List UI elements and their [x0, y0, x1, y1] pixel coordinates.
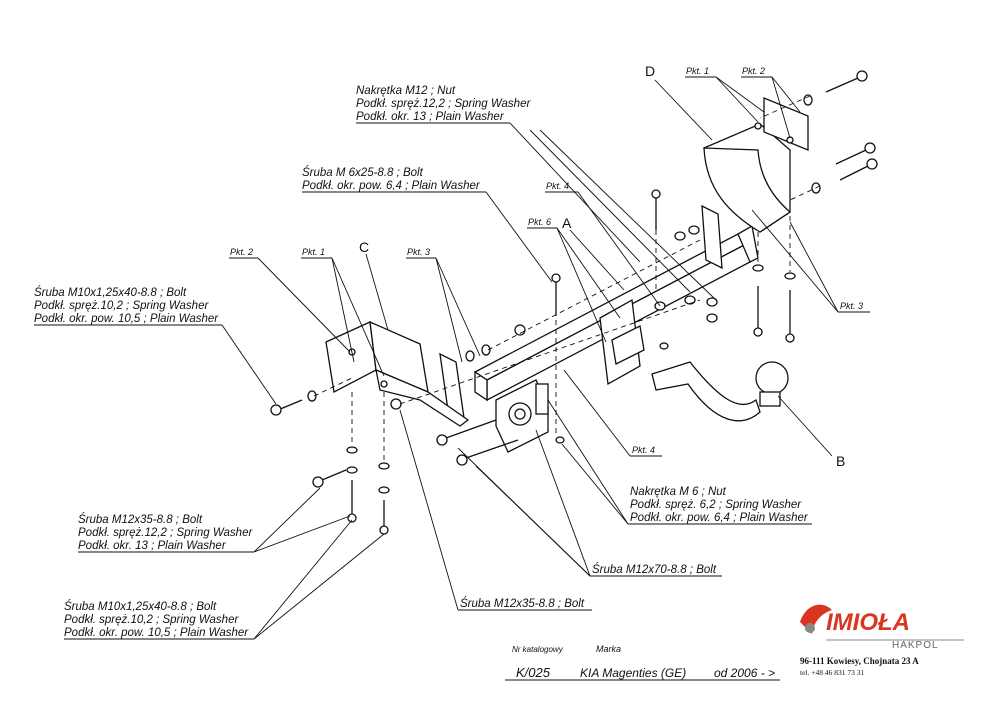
label-line: Podkł. spręż.10,2 ; Spring Washer [64, 614, 239, 626]
label-nut-m6: Nakrętka M 6 ; Nut Podkł. spręż. 6,2 ; S… [630, 486, 809, 524]
label-pkt1-d: Pkt. 1 [686, 66, 709, 76]
catalog-number: K/025 [516, 665, 551, 680]
label-line: Śruba M12x35-8.8 ; Bolt [78, 513, 203, 526]
side-bracket-c [325, 320, 470, 427]
fasteners [270, 70, 878, 535]
footer: Nr katalogowy Marka K/025 KIA Magenties … [512, 644, 775, 680]
logo-ball-icon [805, 623, 815, 633]
catalog-label: Nr katalogowy [512, 645, 564, 654]
brand-label: Marka [596, 644, 621, 654]
letter-a: A [562, 215, 572, 231]
label-line: Śruba M 6x25-8.8 ; Bolt [302, 166, 424, 179]
socket-plate [495, 379, 549, 453]
label-bolt-m10-top: Śruba M10x1,25x40-8.8 ; Bolt Podkł. sprę… [34, 286, 219, 325]
label-line: Podkł. spręż.10,2 ; Spring Washer [34, 300, 209, 312]
label-pkt4-bottom: Pkt. 4 [632, 445, 655, 455]
label-pkt3-c: Pkt. 3 [407, 247, 430, 257]
label-line: Śruba M10x1,25x40-8.8 ; Bolt [34, 286, 187, 299]
label-bolt-m10-bottom: Śruba M10x1,25x40-8.8 ; Bolt Podkł. sprę… [64, 600, 249, 639]
side-bracket-d [703, 97, 809, 233]
label-line: Podkł. okr. pow. 10,5 ; Plain Washer [34, 313, 219, 325]
ball-neck-b [651, 361, 789, 422]
label-pkt2-d: Pkt. 2 [742, 66, 765, 76]
label-line: Podkł. spręż.12,2 ; Spring Washer [78, 527, 253, 539]
label-line: Podkł. okr. 13 ; Plain Washer [356, 111, 505, 123]
alignment-lines [313, 95, 821, 462]
label-line: Podkł. okr. 13 ; Plain Washer [78, 540, 227, 552]
label-bolt-m12x70: Śruba M12x70-8.8 ; Bolt [592, 563, 717, 576]
label-bolt-m12x35-left: Śruba M12x35-8.8 ; Bolt Podkł. spręż.12,… [78, 513, 253, 552]
label-nut-m12: Nakrętka M12 ; Nut Podkł. spręż.12,2 ; S… [356, 85, 531, 123]
letter-c: C [359, 239, 369, 255]
company-address: 96-111 Kowiesy, Chojnata 23 A [800, 656, 919, 666]
vehicle-years: od 2006 - > [714, 666, 775, 680]
label-line: Podkł. okr. pow. 6,4 ; Plain Washer [630, 512, 809, 524]
label-line: Podkł. okr. pow. 10,5 ; Plain Washer [64, 627, 249, 639]
company-logo: IMIOŁA HAKPOL [800, 604, 964, 651]
company-block: IMIOŁA HAKPOL 96-111 Kowiesy, Chojnata 2… [800, 604, 964, 677]
label-pkt3-d: Pkt. 3 [840, 301, 863, 311]
label-pkt4-top: Pkt. 4 [546, 181, 569, 191]
label-pkt2-c: Pkt. 2 [230, 247, 253, 257]
leader-lines [34, 76, 870, 681]
company-phone: tel. +48 46 831 73 31 [800, 668, 864, 677]
label-bolt-m12x35-bottom: Śruba M12x35-8.8 ; Bolt [460, 597, 585, 610]
label-line: Nakrętka M 6 ; Nut [630, 486, 727, 498]
label-pkt6: Pkt. 6 [528, 217, 551, 227]
label-bolt-m6: Śruba M 6x25-8.8 ; Bolt Podkł. okr. pow.… [302, 166, 481, 192]
vehicle-model: KIA Magenties (GE) [580, 666, 686, 680]
label-line: Podkł. spręż. 6,2 ; Spring Washer [630, 499, 802, 511]
letter-b: B [836, 453, 845, 469]
label-line: Podkł. spręż.12,2 ; Spring Washer [356, 98, 531, 110]
label-line: Nakrętka M12 ; Nut [356, 85, 456, 97]
company-sub: HAKPOL [892, 640, 939, 651]
label-line: Podkł. okr. pow. 6,4 ; Plain Washer [302, 180, 481, 192]
label-pkt1-c: Pkt. 1 [302, 247, 325, 257]
letter-d: D [645, 63, 655, 79]
company-name: IMIOŁA [826, 609, 910, 636]
label-line: Śruba M10x1,25x40-8.8 ; Bolt [64, 600, 217, 613]
